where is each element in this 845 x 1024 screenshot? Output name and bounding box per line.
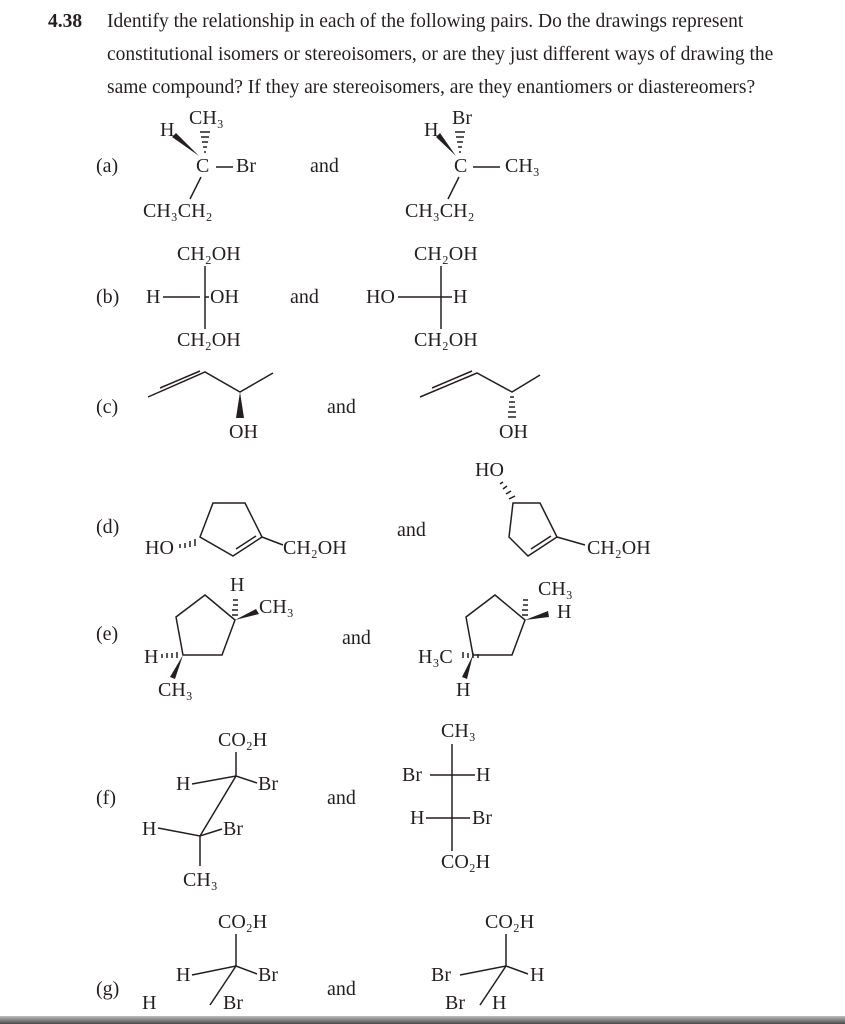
part-label: (c) (96, 396, 119, 418)
hash-bond (508, 396, 516, 418)
atom-label: HO (145, 537, 174, 559)
part-label: (e) (96, 623, 119, 645)
atom-label: Br (258, 964, 278, 986)
atom-label: OH (229, 421, 258, 443)
hash-bond (161, 599, 238, 658)
problem-number: 4.38 (48, 11, 83, 32)
part-label: (f) (96, 787, 116, 809)
atom-label: CH₂OH (587, 537, 651, 559)
atom-label: Br (431, 964, 451, 986)
atom-label: CH₃ (183, 869, 218, 891)
atom-label: H (456, 679, 471, 701)
atom-label: H (410, 807, 425, 829)
wedge-bond (525, 611, 549, 620)
atom-label: CH₂OH (283, 537, 347, 559)
atom-label: H (557, 601, 572, 623)
atom-label: H (160, 119, 175, 141)
atom-label: H (176, 964, 191, 986)
atom-label: H (142, 992, 157, 1014)
atom-label: OH (210, 286, 239, 308)
part-label: (g) (96, 978, 120, 1000)
wedge-bond (170, 655, 183, 679)
atom-label: H (176, 773, 191, 795)
hash-bond (455, 131, 465, 153)
atom-label: Br (445, 992, 465, 1014)
atom-label: CH₃CH₂ (405, 200, 475, 222)
atom-label: CH₃ (505, 155, 540, 177)
atom-label: H (492, 992, 507, 1014)
atom-label: H (142, 818, 157, 840)
atom-label: H (453, 286, 468, 308)
atom-label: H₃C (418, 646, 453, 668)
hash-bond (179, 539, 196, 548)
atom-label: Br (258, 773, 278, 795)
atom-label: HO (366, 286, 395, 308)
atom-label: CH₃ (189, 107, 224, 129)
atom-label: H (146, 286, 161, 308)
atom-label: CH₂OH (414, 243, 478, 265)
atom-label: Br (236, 155, 256, 177)
atom-label: CH₃ (538, 578, 573, 600)
atom-label: HO (475, 459, 504, 481)
atom-label: C (454, 155, 468, 177)
and-connector: and (310, 155, 339, 177)
atom-label: Br (223, 992, 243, 1014)
atom-label: CH₃ (259, 596, 294, 618)
atom-label: CO₂H (218, 729, 268, 751)
atom-label: CH₂OH (177, 329, 241, 351)
and-connector: and (342, 627, 371, 649)
and-connector: and (397, 519, 426, 541)
atom-label: CH₃ (158, 679, 193, 701)
atom-label: CH₂OH (177, 243, 241, 265)
atom-label: OH (499, 421, 528, 443)
window-bottom-edge (0, 1016, 845, 1024)
wedge-bond (462, 655, 473, 679)
and-connector: and (327, 787, 356, 809)
wedge-bond (235, 609, 259, 620)
atom-label: CH₃CH₂ (143, 200, 213, 222)
wedge-bond (436, 133, 456, 156)
atom-label: Br (452, 107, 472, 129)
atom-label: H (144, 646, 159, 668)
atom-label: CO₂H (485, 911, 535, 933)
atom-label: CO₂H (218, 911, 268, 933)
atom-label: CH₃ (441, 720, 476, 742)
hash-bond (499, 481, 516, 500)
atom-label: CO₂H (441, 851, 491, 873)
problem-text-line-1: Identify the relationship in each of the… (107, 11, 744, 32)
hash-bond (462, 599, 528, 658)
atom-label: CH₂OH (414, 329, 478, 351)
wedge-bond (236, 392, 244, 418)
atom-label: H (530, 964, 545, 986)
atom-label: H (476, 764, 491, 786)
part-label: (b) (96, 286, 120, 308)
and-connector: and (290, 286, 319, 308)
atom-label: Br (223, 818, 243, 840)
hash-bond (200, 131, 210, 153)
part-label: (d) (96, 516, 120, 538)
atom-label: Br (402, 764, 422, 786)
atom-label: H (230, 574, 245, 596)
and-connector: and (327, 978, 356, 1000)
problem-text-line-3: same compound? If they are stereoisomers… (107, 77, 756, 98)
wedge-bond (172, 133, 199, 156)
atom-label: C (196, 155, 210, 177)
problem-text-line-2: constitutional isomers or stereoisomers,… (107, 44, 774, 65)
part-label: (a) (96, 155, 119, 177)
atom-label: H (424, 119, 439, 141)
and-connector: and (327, 396, 356, 418)
atom-label: Br (472, 807, 492, 829)
